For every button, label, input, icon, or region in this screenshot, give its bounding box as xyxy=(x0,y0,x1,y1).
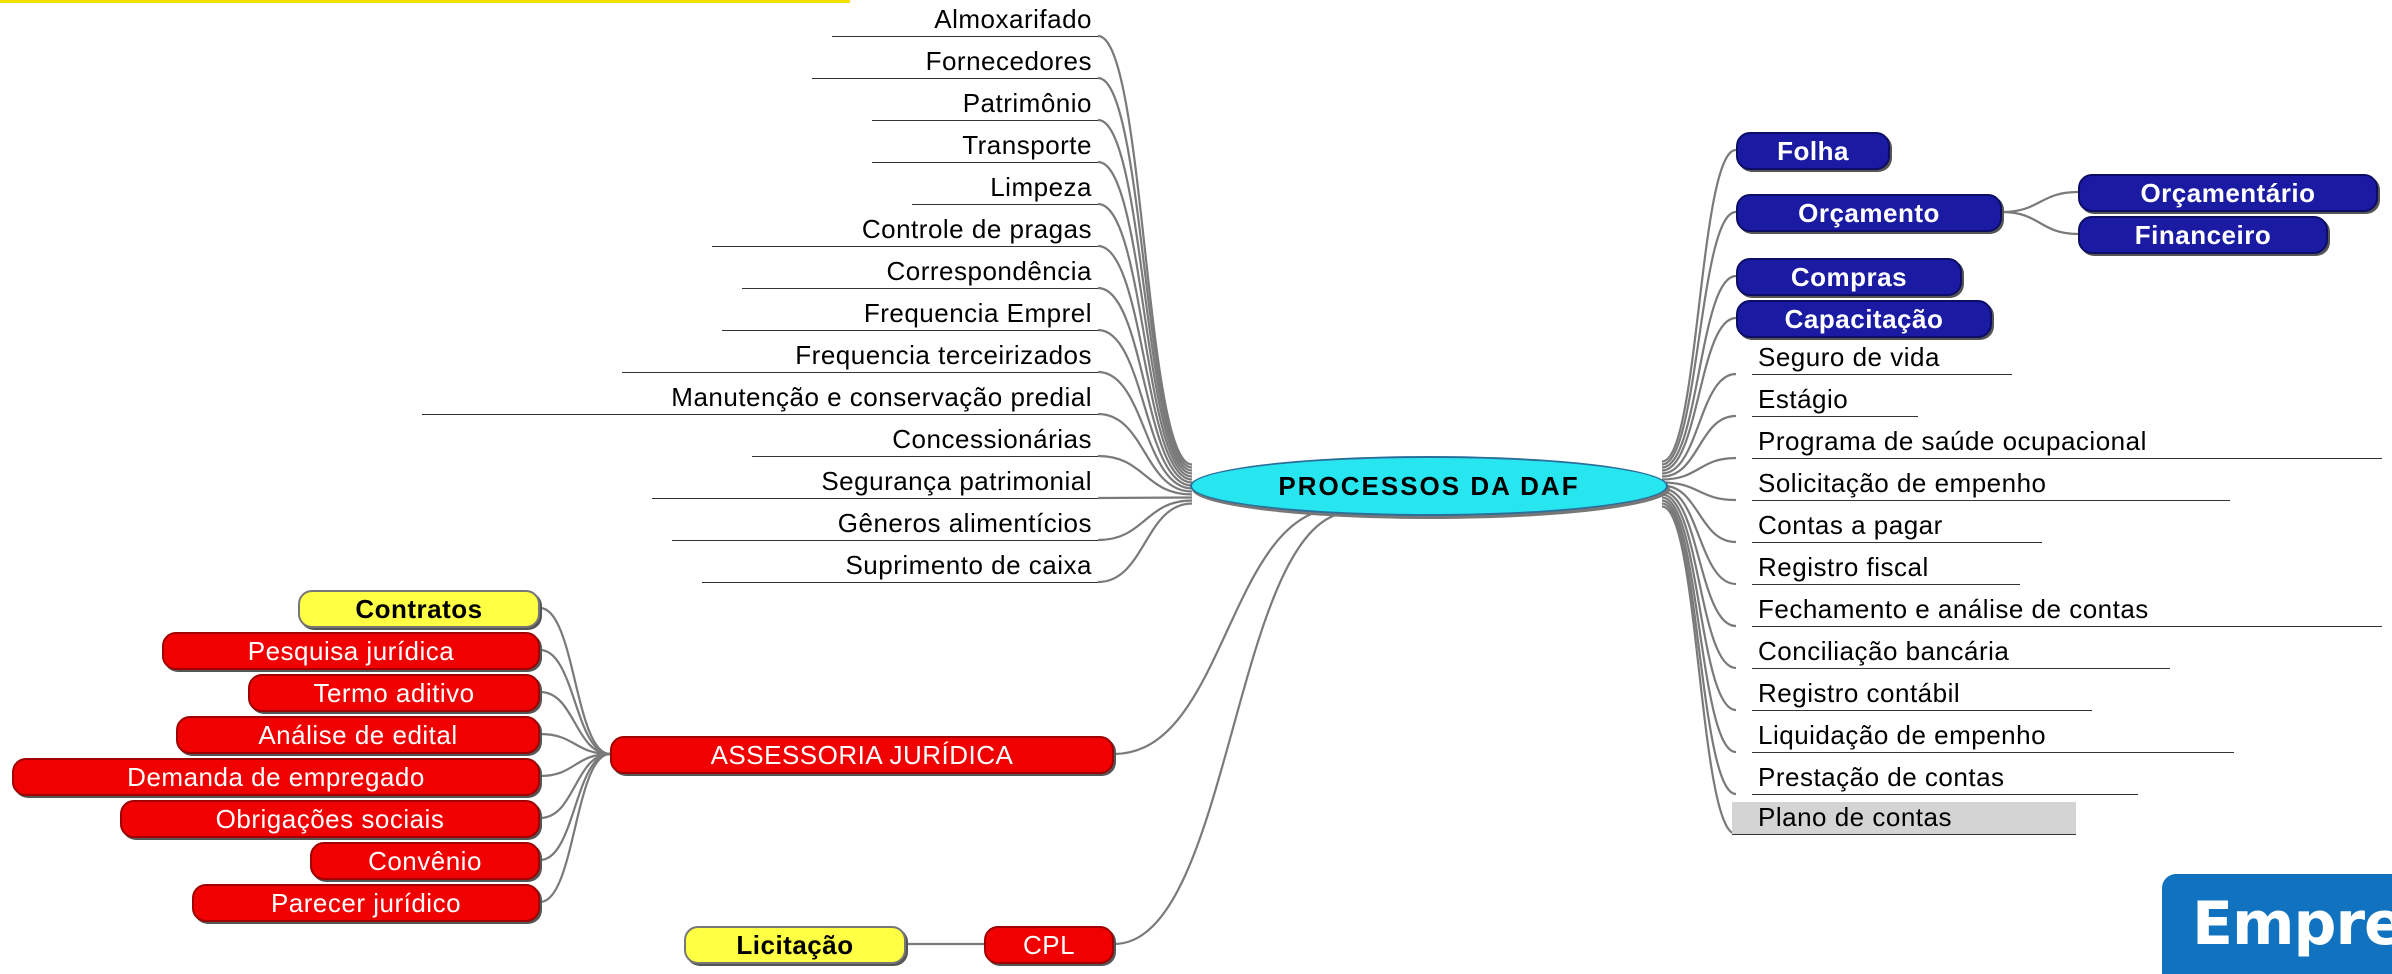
node-folha[interactable]: Folha xyxy=(1736,132,1890,170)
connector-left-0 xyxy=(1097,34,1193,466)
connector-legal-1 xyxy=(539,648,611,756)
node-orcamentario[interactable]: Orçamentário xyxy=(2078,174,2378,212)
left-branch-item-correspondencia[interactable]: Correspondência xyxy=(742,256,1098,289)
legal-item-pesquisa-juridica[interactable]: Pesquisa jurídica xyxy=(162,632,540,670)
right-branch-item-seguro-vida[interactable]: Seguro de vida xyxy=(1752,342,2012,375)
connector-left-10 xyxy=(1097,454,1193,496)
right-branch-item-fechamento-contas[interactable]: Fechamento e análise de contas xyxy=(1752,594,2382,627)
right-branch-item-estagio[interactable]: Estágio xyxy=(1752,384,1918,417)
connector-legal-4 xyxy=(539,752,611,778)
connector-right-8 xyxy=(1661,484,1737,544)
node-orcamento[interactable]: Orçamento xyxy=(1736,194,2002,232)
connector-legal-0 xyxy=(539,606,611,756)
connector-right-13 xyxy=(1661,499,1737,754)
node-financeiro[interactable]: Financeiro xyxy=(2078,216,2328,254)
connector-right-11 xyxy=(1661,493,1737,670)
connector-left-7 xyxy=(1097,328,1193,487)
right-branch-item-plano-contas[interactable]: Plano de contas xyxy=(1732,802,2076,835)
left-branch-item-controle-pragas[interactable]: Controle de pragas xyxy=(712,214,1098,247)
node-assessoria-juridica[interactable]: ASSESSORIA JURÍDICA xyxy=(610,736,1114,774)
connector-cpl xyxy=(1113,510,1353,946)
node-capacitacao[interactable]: Capacitação xyxy=(1736,300,1992,338)
left-branch-item-generos-alimenticios[interactable]: Gêneros alimentícios xyxy=(672,508,1098,541)
right-branch-item-registro-fiscal[interactable]: Registro fiscal xyxy=(1752,552,2020,585)
right-branch-item-prestacao-contas[interactable]: Prestação de contas xyxy=(1752,762,2138,795)
right-branch-item-registro-contabil[interactable]: Registro contábil xyxy=(1752,678,2092,711)
connector-right-9 xyxy=(1661,487,1737,586)
left-branch-item-almoxarifado[interactable]: Almoxarifado xyxy=(832,4,1098,37)
connector-left-8 xyxy=(1097,370,1193,490)
connector-right-4 xyxy=(1661,372,1737,475)
connector-right-15 xyxy=(1661,505,1737,836)
connector-legal-6 xyxy=(539,752,611,862)
legal-item-parecer-juridico[interactable]: Parecer jurídico xyxy=(192,884,540,922)
connector-left-13 xyxy=(1097,502,1193,584)
connector-left-4 xyxy=(1097,202,1193,478)
connector-right-7 xyxy=(1661,481,1737,502)
connector-left-2 xyxy=(1097,118,1193,472)
connector-right-0 xyxy=(1661,148,1737,463)
left-branch-item-seguranca-patrimonial[interactable]: Segurança patrimonial xyxy=(652,466,1098,499)
connector-right-10 xyxy=(1661,490,1737,628)
legal-item-convenio[interactable]: Convênio xyxy=(310,842,540,880)
right-branch-item-programa-saude[interactable]: Programa de saúde ocupacional xyxy=(1752,426,2382,459)
connector-left-1 xyxy=(1097,76,1193,469)
left-branch-item-frequencia-emprel[interactable]: Frequencia Emprel xyxy=(722,298,1098,331)
connector-right-2 xyxy=(1661,274,1737,469)
left-branch-item-limpeza[interactable]: Limpeza xyxy=(912,172,1098,205)
legal-item-obrigacoes-sociais[interactable]: Obrigações sociais xyxy=(120,800,540,838)
connector-right-6 xyxy=(1661,456,1737,481)
left-branch-item-transporte[interactable]: Transporte xyxy=(872,130,1098,163)
connector-financeiro xyxy=(2001,210,2079,236)
node-contratos[interactable]: Contratos xyxy=(298,590,540,628)
right-branch-item-contas-pagar[interactable]: Contas a pagar xyxy=(1752,510,2042,543)
connector-legal-3 xyxy=(539,732,611,756)
connector-left-9 xyxy=(1097,412,1193,493)
connector-right-1 xyxy=(1661,210,1737,466)
right-branch-item-conciliacao-bancaria[interactable]: Conciliação bancária xyxy=(1752,636,2170,669)
connector-right-5 xyxy=(1661,414,1737,478)
node-compras[interactable]: Compras xyxy=(1736,258,1962,296)
connector-assessoria xyxy=(1113,506,1341,756)
left-branch-item-patrimonio[interactable]: Patrimônio xyxy=(872,88,1098,121)
central-topic[interactable]: PROCESSOS DA DAF xyxy=(1190,456,1668,516)
connector-right-12 xyxy=(1661,496,1737,712)
emprel-logo: Emprel xyxy=(2162,874,2392,974)
right-branch-item-liquidacao-empenho[interactable]: Liquidação de empenho xyxy=(1752,720,2234,753)
legal-item-analise-edital[interactable]: Análise de edital xyxy=(176,716,540,754)
right-branch-item-solicitacao-empenho[interactable]: Solicitação de empenho xyxy=(1752,468,2230,501)
top-accent-line xyxy=(0,0,850,3)
connector-right-14 xyxy=(1661,502,1737,796)
connector-left-3 xyxy=(1097,160,1193,475)
node-cpl[interactable]: CPL xyxy=(984,926,1114,964)
left-branch-item-manutencao[interactable]: Manutenção e conservação predial xyxy=(422,382,1098,415)
connector-orcamentario xyxy=(2001,190,2079,214)
connector-left-6 xyxy=(1097,286,1193,484)
connector-left-5 xyxy=(1097,244,1193,481)
left-branch-item-frequencia-terceirizados[interactable]: Frequencia terceirizados xyxy=(622,340,1098,373)
connector-legal-2 xyxy=(539,690,611,756)
connector-right-3 xyxy=(1661,316,1737,472)
left-branch-item-concessionarias[interactable]: Concessionárias xyxy=(752,424,1098,457)
connector-left-11 xyxy=(1097,496,1193,500)
connector-left-12 xyxy=(1097,499,1193,542)
left-branch-item-suprimento-caixa[interactable]: Suprimento de caixa xyxy=(702,550,1098,583)
connector-legal-7 xyxy=(539,752,611,904)
legal-item-termo-aditivo[interactable]: Termo aditivo xyxy=(248,674,540,712)
legal-item-demanda-empregado[interactable]: Demanda de empregado xyxy=(12,758,540,796)
left-branch-item-fornecedores[interactable]: Fornecedores xyxy=(812,46,1098,79)
node-licitacao[interactable]: Licitação xyxy=(684,926,906,964)
